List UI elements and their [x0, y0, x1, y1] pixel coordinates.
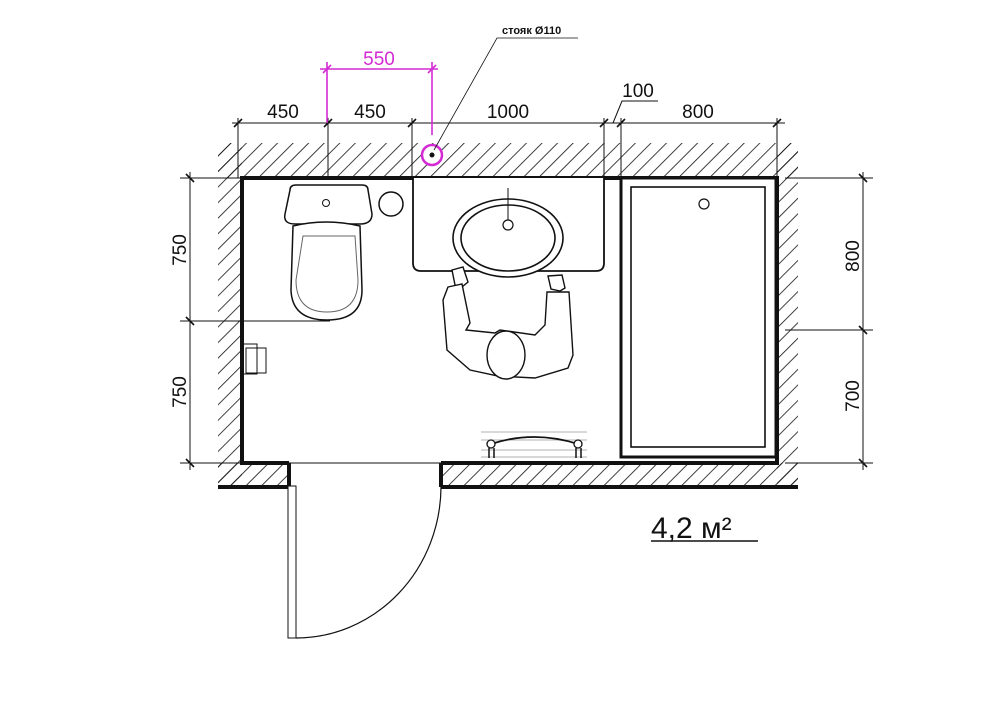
dim-top-1: 450 — [267, 102, 299, 123]
dim-top-4: 100 — [622, 81, 654, 102]
dim-left-2: 750 — [170, 376, 191, 408]
wall-left — [218, 143, 242, 487]
dim-top-3: 1000 — [487, 102, 529, 123]
door — [287, 485, 442, 639]
area-label: 4,2 м² — [651, 512, 732, 545]
dim-top-2: 450 — [354, 102, 386, 123]
riser-label: стояк Ø110 — [502, 25, 561, 37]
dim-right-1: 800 — [843, 240, 864, 272]
wall-bottom-left — [218, 463, 289, 487]
dimension-left — [180, 172, 330, 470]
door-swing-arc — [295, 486, 442, 639]
wall-top — [218, 143, 798, 178]
floor-drain-icon — [378, 191, 404, 217]
dim-left-1: 750 — [170, 234, 191, 266]
door-leaf — [287, 485, 297, 639]
toilet-paper-holder-icon — [242, 343, 267, 375]
towel-rail-icon — [481, 431, 587, 458]
bathtub-icon — [619, 176, 778, 459]
washbasin-icon — [452, 188, 564, 278]
dim-riser-offset: 550 — [363, 49, 395, 70]
dim-top-5: 800 — [682, 102, 714, 123]
walls — [218, 143, 798, 487]
riser-icon — [420, 143, 444, 167]
toilet-icon — [283, 184, 373, 321]
person-icon — [442, 266, 574, 380]
dim-right-2: 700 — [843, 380, 864, 412]
riser-leader — [433, 37, 578, 151]
dimension-top — [232, 100, 785, 178]
wall-right — [777, 143, 798, 487]
wall-bottom-right — [441, 463, 798, 487]
dimension-right — [785, 172, 873, 470]
dimension-riser-offset — [320, 62, 438, 135]
